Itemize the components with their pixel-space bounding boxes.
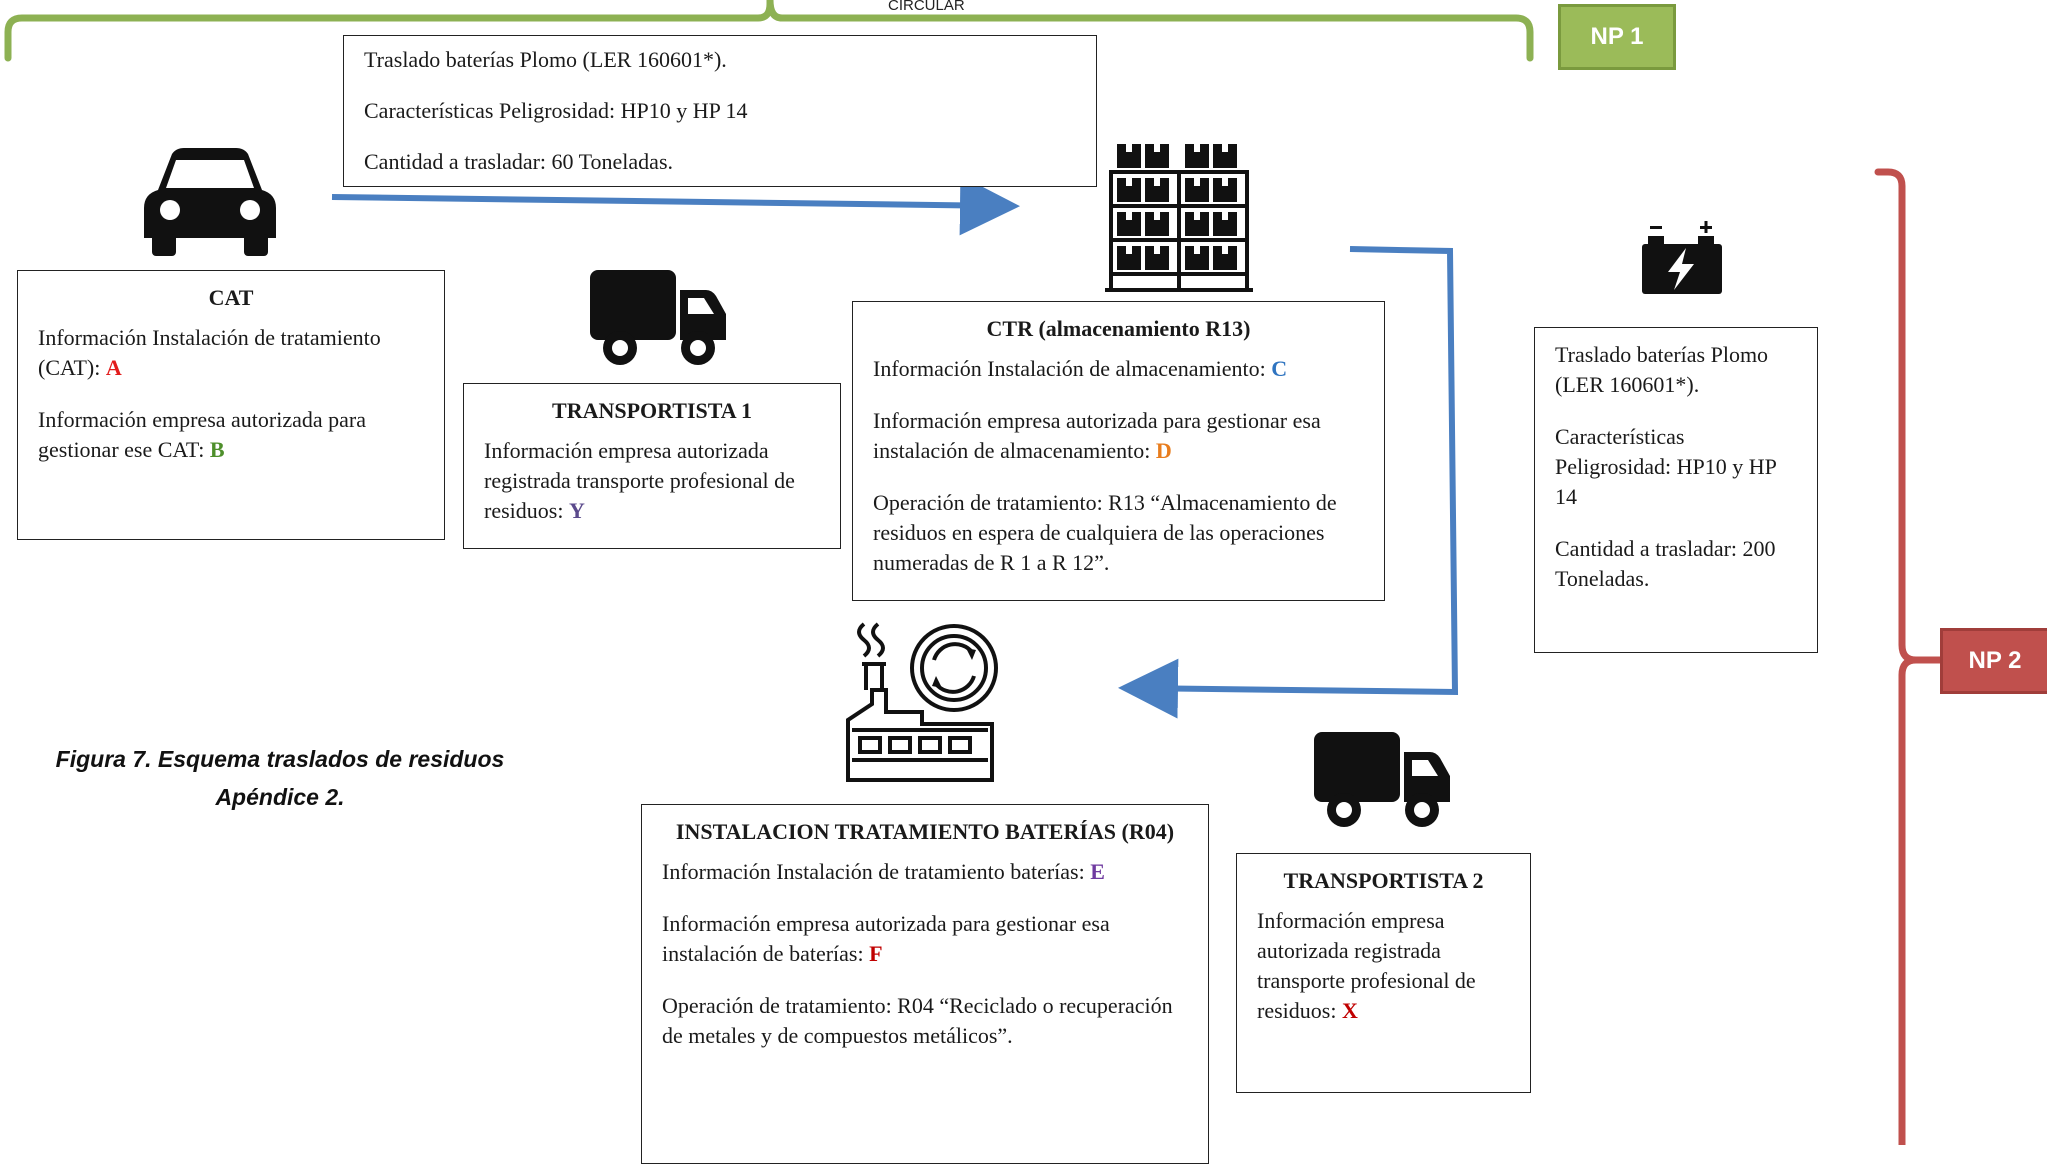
cat-info-installation: Información Instalación de tratamiento (… xyxy=(38,325,381,380)
cat-info-company: Información empresa autorizada para gest… xyxy=(38,407,366,462)
figure-caption-line1: Figura 7. Esquema traslados de residuos xyxy=(55,746,505,772)
cat-title: CAT xyxy=(208,285,254,310)
instalacion-info-company: Información empresa autorizada para gest… xyxy=(662,911,1110,966)
np1-badge: NP 1 xyxy=(1558,4,1676,70)
code-d: D xyxy=(1155,438,1172,463)
arrow-ctr-to-instalacion xyxy=(1118,246,1459,719)
code-y: Y xyxy=(568,498,585,523)
ctr-box: CTR (almacenamiento R13) Información Ins… xyxy=(852,301,1385,601)
transportista2-info: Información empresa autorizada registrad… xyxy=(1257,908,1476,1023)
code-b: B xyxy=(209,437,225,462)
cat-box: CAT Información Instalación de tratamien… xyxy=(17,270,445,540)
shipment-np1-line3: Cantidad a trasladar: 60 Toneladas. xyxy=(364,149,674,174)
transportista2-box: TRANSPORTISTA 2 Información empresa auto… xyxy=(1236,853,1531,1093)
arrow-cat-to-ctr xyxy=(331,175,1020,236)
ctr-info-installation: Información Instalación de almacenamient… xyxy=(873,356,1288,381)
transportista2-title: TRANSPORTISTA 2 xyxy=(1283,868,1484,893)
shipment-np2-line1: Traslado baterías Plomo (LER 160601*). xyxy=(1555,342,1769,397)
instalacion-title: INSTALACION TRATAMIENTO BATERÍAS (R04) xyxy=(675,819,1175,844)
circular-label: CIRCULAR xyxy=(888,0,965,14)
np2-badge: NP 2 xyxy=(1940,628,2047,694)
warehouse-shelves-icon xyxy=(1105,144,1253,292)
shipment-np2-line2: Características Peligrosidad: HP10 y HP … xyxy=(1555,424,1777,509)
shipment-np2-box: Traslado baterías Plomo (LER 160601*). C… xyxy=(1534,327,1818,653)
recycling-factory-icon xyxy=(846,622,998,782)
shipment-np1-line2: Características Peligrosidad: HP10 y HP … xyxy=(364,98,748,123)
shipment-np2-line3: Cantidad a trasladar: 200 Toneladas. xyxy=(1555,536,1776,591)
code-c: C xyxy=(1271,356,1288,381)
ctr-info-company: Información empresa autorizada para gest… xyxy=(873,408,1321,463)
transportista1-title: TRANSPORTISTA 1 xyxy=(552,398,752,423)
transportista1-info: Información empresa autorizada registrad… xyxy=(484,438,795,523)
transportista1-box: TRANSPORTISTA 1 Información empresa auto… xyxy=(463,383,841,549)
truck-icon xyxy=(590,270,726,365)
figure-caption-line2: Apéndice 2. xyxy=(215,784,345,810)
code-x: X xyxy=(1341,998,1358,1023)
car-icon xyxy=(144,148,276,256)
figure-caption: Figura 7. Esquema traslados de residuos … xyxy=(40,740,520,816)
instalacion-box: INSTALACION TRATAMIENTO BATERÍAS (R04) I… xyxy=(641,804,1209,1164)
shipment-np1-line1: Traslado baterías Plomo (LER 160601*). xyxy=(364,47,727,72)
instalacion-info-installation: Información Instalación de tratamiento b… xyxy=(662,859,1105,884)
instalacion-operation: Operación de tratamiento: R04 “Reciclado… xyxy=(662,993,1173,1048)
ctr-title: CTR (almacenamiento R13) xyxy=(986,316,1251,341)
ctr-operation: Operación de tratamiento: R13 “Almacenam… xyxy=(873,490,1337,575)
truck-icon xyxy=(1314,732,1450,827)
np2-brace xyxy=(1874,168,1934,1145)
code-f: F xyxy=(869,941,883,966)
battery-icon xyxy=(1642,221,1722,294)
np1-brace xyxy=(4,0,1534,62)
code-a: A xyxy=(105,355,122,380)
shipment-np1-box: Traslado baterías Plomo (LER 160601*). C… xyxy=(343,35,1097,187)
code-e: E xyxy=(1090,859,1105,884)
